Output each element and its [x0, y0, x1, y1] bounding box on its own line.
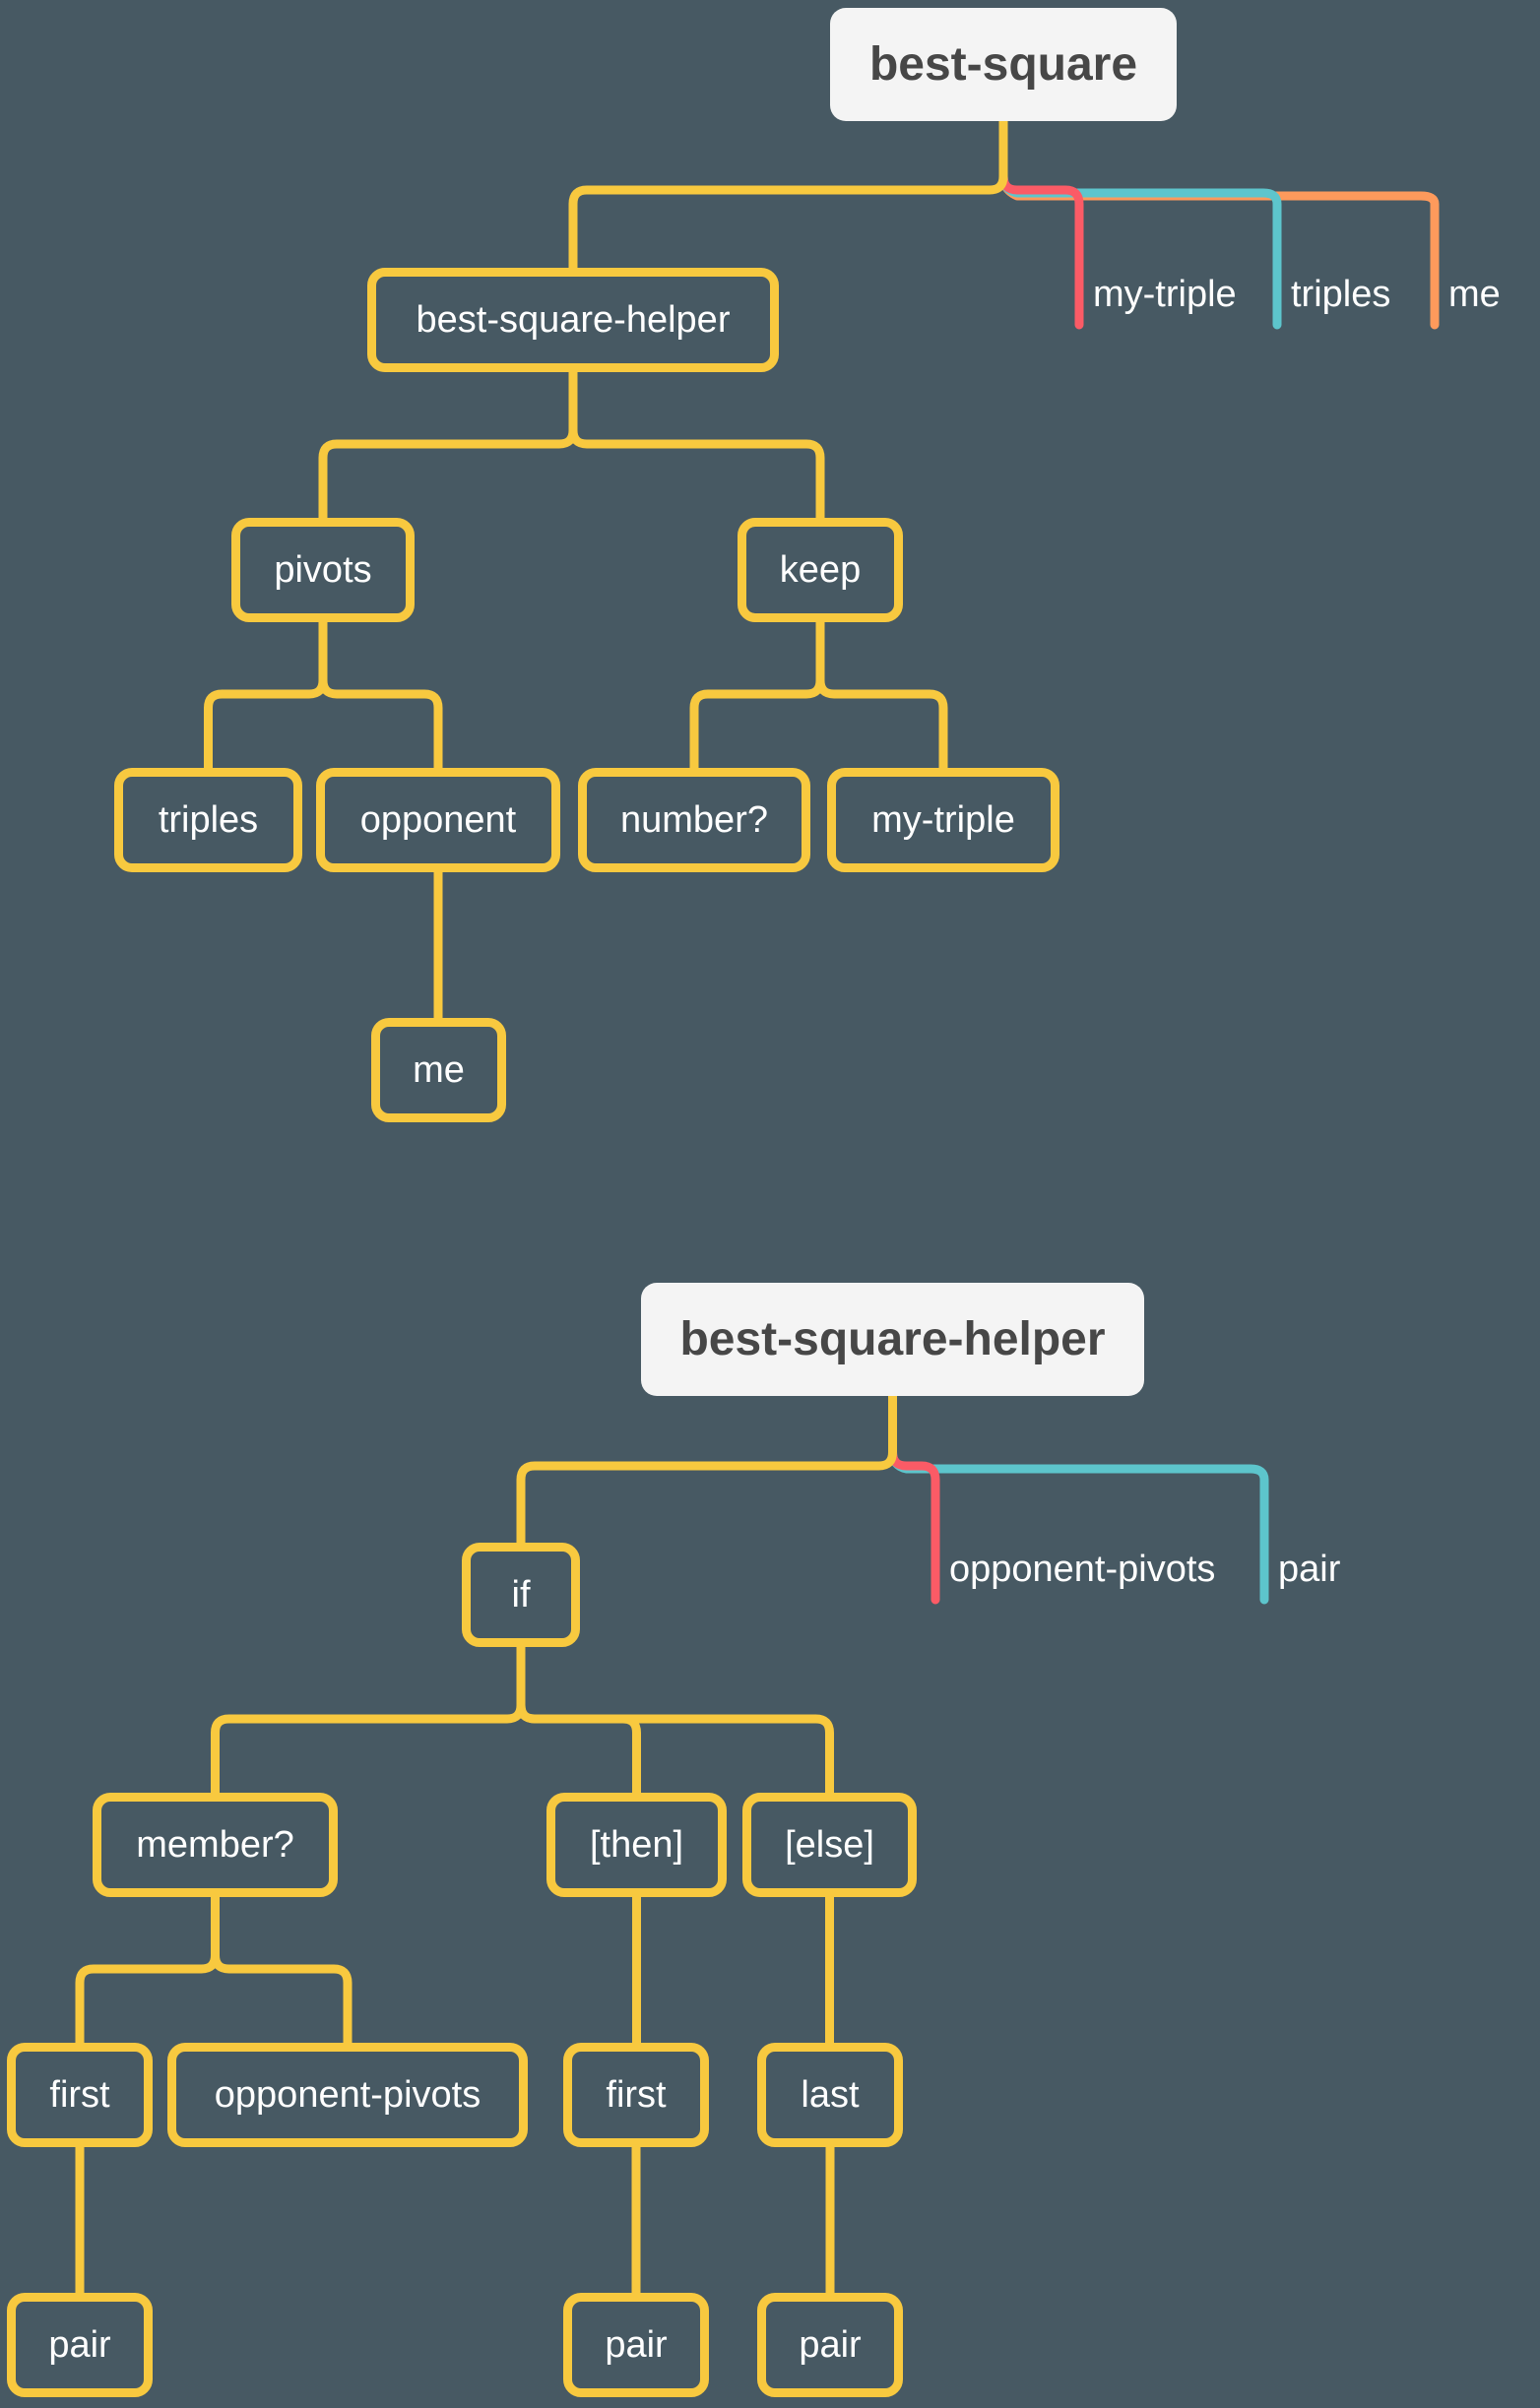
connector-line: [516, 1389, 897, 1552]
param-label-opponent-pivots: opponent-pivots: [949, 1549, 1216, 1590]
tree-node-first: first: [563, 2043, 709, 2147]
tree-node-my-triple: my-triple: [827, 768, 1059, 872]
tree-node-pair: pair: [757, 2293, 903, 2397]
connector-line: [568, 114, 1008, 277]
param-line: [888, 1389, 940, 1605]
tree-node-pair: pair: [563, 2293, 709, 2397]
connector-line: [204, 613, 328, 777]
tree-node-first: first: [7, 2043, 153, 2147]
tree-node-keep: keep: [738, 518, 903, 622]
tree-node-then: [then]: [546, 1793, 727, 1897]
param-label-pair: pair: [1278, 1549, 1341, 1590]
function-title: best-square-helper: [641, 1283, 1144, 1396]
connector-line: [815, 613, 948, 777]
connector-line: [75, 1888, 220, 2052]
param-label-my-triple: my-triple: [1093, 274, 1237, 315]
tree-node-best-square-helper: best-square-helper: [367, 268, 779, 372]
tree-node-last: last: [757, 2043, 903, 2147]
tree-node-pivots: pivots: [231, 518, 415, 622]
tree-node-number: number?: [578, 768, 810, 872]
tree-node-opponent: opponent: [316, 768, 560, 872]
tree-node-pair: pair: [7, 2293, 153, 2397]
connector-line: [689, 613, 825, 777]
tree-node-triples: triples: [114, 768, 302, 872]
connector-line: [318, 363, 578, 527]
function-title: best-square: [830, 8, 1177, 121]
connector-line: [211, 1888, 353, 2052]
tree-node-else: [else]: [742, 1793, 917, 1897]
param-label-triples: triples: [1291, 274, 1391, 315]
connector-line: [568, 363, 825, 527]
param-line: [998, 114, 1084, 330]
connector-line: [318, 613, 443, 777]
connector-line: [516, 1638, 834, 1802]
tree-node-me: me: [371, 1018, 506, 1122]
param-label-me: me: [1448, 274, 1501, 315]
tree-node-member: member?: [93, 1793, 338, 1897]
tree-node-if: if: [462, 1543, 580, 1647]
connector-line: [211, 1638, 526, 1802]
tree-node-opponent-pivots: opponent-pivots: [167, 2043, 528, 2147]
